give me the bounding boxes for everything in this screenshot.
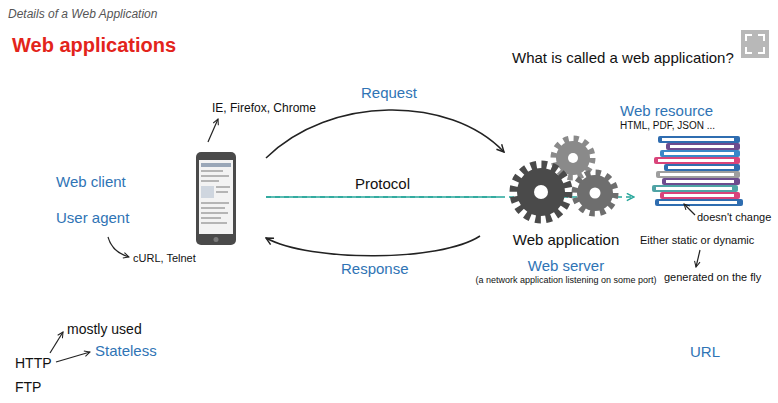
- term-label: URL: [690, 343, 720, 361]
- server-group: Web applicationWeb server(a network appl…: [456, 138, 676, 290]
- role-label: Web server: [456, 257, 676, 275]
- edge-label: Protocol: [352, 175, 413, 193]
- leader-arrow: [684, 204, 695, 215]
- resource-group: Web resourceHTML, PDF, JSON ...: [616, 100, 750, 212]
- gear-group: [514, 139, 615, 219]
- book-stack: [652, 136, 743, 206]
- example-list: cURL, Telnet: [133, 252, 196, 265]
- protocol-line: [266, 196, 500, 198]
- format-list: HTML, PDF, JSON ...: [620, 120, 715, 132]
- leader-arrow: [108, 237, 129, 257]
- note-text: mostly used: [67, 321, 142, 338]
- figure-caption: Details of a Web Application: [8, 7, 157, 21]
- note-text: (a network application listening on some…: [456, 275, 676, 286]
- client-group: Web clientUser agent: [50, 150, 262, 250]
- leader-arrow: [50, 332, 63, 353]
- expand-icon: [741, 30, 769, 58]
- note-text: generated on the fly: [664, 271, 761, 284]
- leader-arrow: [696, 250, 700, 267]
- flow-arrow: [266, 110, 504, 158]
- tablet-device: [196, 152, 236, 245]
- protocol-name: FTP: [15, 379, 41, 396]
- protocol-name: HTTP: [15, 355, 52, 372]
- leader-arrow: [56, 352, 90, 362]
- property-label: Stateless: [95, 342, 157, 360]
- role-label: Web client: [56, 173, 126, 191]
- diagram-title: Web applications: [12, 33, 176, 57]
- note-text: doesn't change: [697, 211, 771, 224]
- role-label: User agent: [56, 209, 129, 227]
- edge-label: Request: [358, 84, 420, 102]
- flow-arrow: [266, 236, 480, 256]
- role-label: Web resource: [620, 102, 713, 120]
- leader-arrows: [50, 119, 700, 362]
- question-text: What is called a web application?: [512, 49, 734, 67]
- example-list: IE, Firefox, Chrome: [212, 101, 316, 115]
- note-text: Either static or dynamic: [640, 234, 754, 247]
- edge-label: Response: [338, 260, 412, 278]
- leader-arrow: [208, 119, 218, 142]
